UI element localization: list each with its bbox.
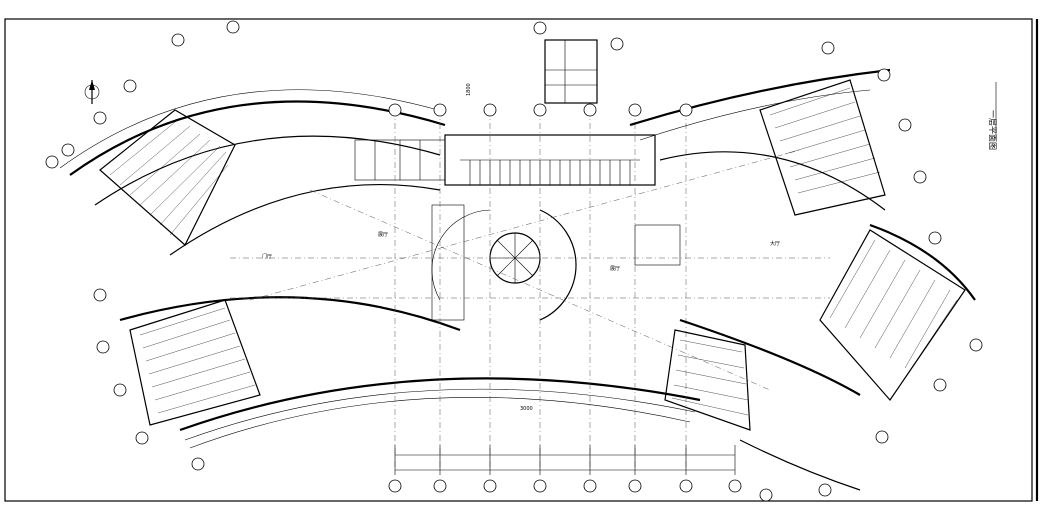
north-arrow-icon [84, 80, 100, 104]
right-lower-wing [664, 223, 976, 491]
axis-grid [230, 110, 830, 470]
right-upper-wing [544, 39, 891, 216]
room-label: 大厅 [770, 240, 780, 247]
room-label: 展厅 [378, 232, 388, 238]
grid-bubbles-perimeter [45, 20, 983, 502]
left-lower-wing [119, 296, 701, 449]
dimension-text: 3000 [520, 406, 533, 412]
grid-bubbles-bottom [388, 479, 742, 493]
left-upper-wing [59, 89, 446, 256]
dimension-text: 1800 [466, 83, 472, 96]
room-label: 展厅 [610, 266, 620, 272]
drawing-title: 一层平面图 [988, 110, 997, 150]
room-label: 门厅 [262, 253, 272, 260]
central-hall [431, 134, 681, 321]
grid-bubbles-top [388, 103, 693, 117]
bottom-dimension-chain [394, 445, 736, 475]
drawing-frame [4, 18, 1033, 502]
